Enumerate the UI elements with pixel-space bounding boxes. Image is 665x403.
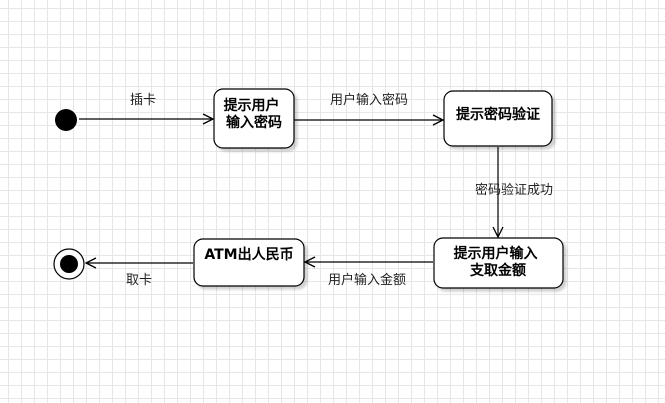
state-password-verify-line-1: 提示密码验证 [456, 106, 540, 123]
label-take-card: 取卡 [126, 273, 152, 288]
svg-text:ATM出人民币: ATM出人民币 [204, 246, 293, 263]
label-verify-success: 密码验证成功 [475, 182, 553, 198]
state-prompt-amount-line-1: 提示用户输入 [454, 245, 538, 262]
initial-state [55, 109, 77, 131]
state-atm-dispense-line-1: ATM出人民币 [204, 246, 293, 263]
final-state [53, 248, 85, 280]
state-prompt-password: 提示用户 输入密码 [213, 88, 295, 149]
state-atm-dispense: ATM出人民币 [193, 238, 305, 287]
state-prompt-amount-line-2: 支取金额 [469, 262, 526, 279]
svg-text:提示用户输入 支取金额: 提示用户输入 支取金额 [454, 245, 543, 279]
state-prompt-password-line-1: 提示用户 [224, 97, 280, 114]
label-insert-card: 插卡 [130, 93, 156, 108]
label-enter-password: 用户输入密码 [330, 92, 408, 108]
svg-text:提示用户 输入密码: 提示用户 输入密码 [224, 97, 285, 131]
state-prompt-amount: 提示用户输入 支取金额 [433, 237, 564, 289]
svg-text:提示密码验证: 提示密码验证 [456, 106, 540, 123]
state-password-verify: 提示密码验证 [443, 90, 553, 147]
state-prompt-password-line-2: 输入密码 [226, 114, 282, 131]
label-enter-amount: 用户输入金额 [328, 272, 406, 288]
